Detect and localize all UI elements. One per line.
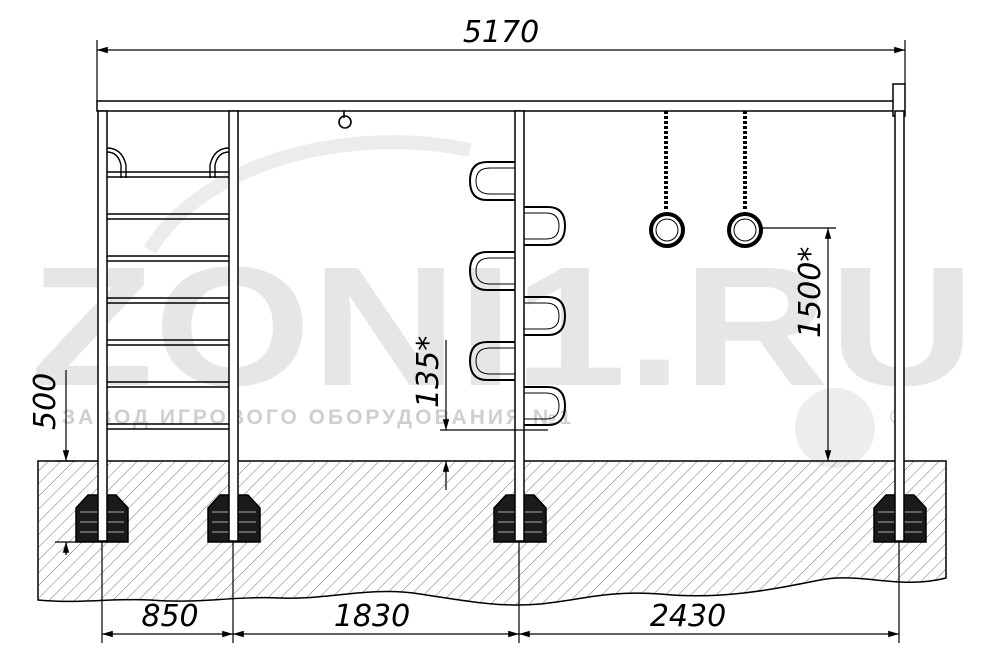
top-beam <box>96 100 903 112</box>
dim-ring-height-label: 1500* <box>793 247 828 338</box>
watermark-swoosh-icon <box>795 388 875 468</box>
gymnastic-rings <box>649 111 763 248</box>
post-2 <box>228 110 239 542</box>
hook-icon <box>338 111 352 129</box>
watermark: ZONI1.RU ЗАВОД ИГРОВОГО ОБОРУДОВАНИЯ №1 … <box>30 135 975 468</box>
dim-rung-clearance-label: 135* <box>411 336 446 408</box>
ring-right <box>727 212 763 248</box>
dim-span-middle-label: 1830 <box>334 599 410 634</box>
dim-bottom-spans <box>101 541 900 643</box>
dim-span-left-label: 850 <box>141 599 198 634</box>
serpentine-climber <box>468 161 567 426</box>
post-1 <box>97 110 108 542</box>
ground-section <box>37 460 947 606</box>
dim-overall-width <box>96 40 906 101</box>
dim-rung-clearance <box>440 340 548 490</box>
dim-foundation-depth <box>55 370 76 555</box>
dim-span-right-label: 2430 <box>650 599 726 634</box>
dim-overall-width-label: 5170 <box>463 15 539 50</box>
post-4 <box>894 110 905 542</box>
watermark-arc <box>144 135 472 254</box>
dim-ring-height <box>760 227 836 461</box>
watermark-tagline: ЗАВОД ИГРОВОГО ОБОРУДОВАНИЯ №1 <box>62 406 574 429</box>
ring-left <box>649 212 685 248</box>
watermark-brand: ZONI1.RU <box>30 232 975 422</box>
ladder <box>106 147 230 430</box>
dim-foundation-depth-label: 500 <box>28 373 63 430</box>
post-3 <box>514 110 525 542</box>
